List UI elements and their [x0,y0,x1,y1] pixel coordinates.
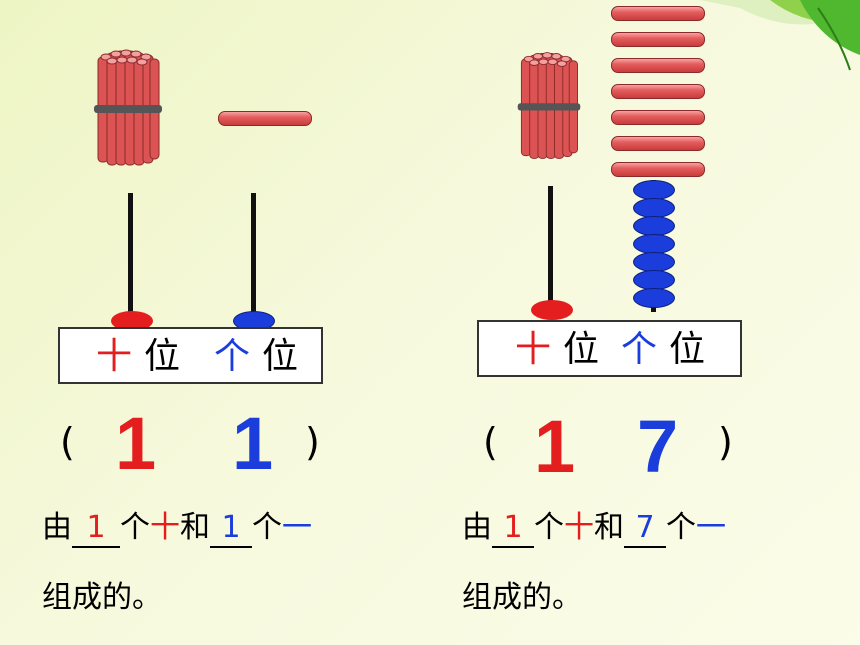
ones-bead [633,180,675,200]
leaf-decoration-icon [700,0,860,71]
tens-count-blank: 1 [492,510,534,548]
single-stick-icon [611,110,705,125]
single-stick-icon [611,6,705,21]
tens-bead [531,300,573,320]
ones-digit: 1 [232,402,274,485]
tens-digit: 1 [115,402,157,485]
ones-bead [633,252,675,272]
paren-close: ) [718,420,733,464]
ones-count-blank: 1 [210,510,252,548]
composition-sentence-line2: 组成的。 [42,580,162,615]
ones-place-label: 个 [621,329,658,370]
single-stick-icon [611,58,705,73]
single-stick-icon [611,136,705,151]
sentence-prefix: 由 [462,510,492,545]
tens-place-label: 十 [96,336,133,377]
tens-wei-label: 位 [563,329,600,370]
ones-bead [633,270,675,290]
tens-count-blank: 1 [72,510,120,548]
ones-count-blank: 7 [624,510,666,548]
sentence-shi: 十 [150,510,180,545]
place-value-board: 十 位 个 位 [477,320,742,377]
sentence-he: 和 [594,510,624,545]
ones-bead [633,288,675,308]
tens-rod [548,186,553,306]
ones-bead [633,216,675,236]
tens-bead [111,311,153,331]
tens-digit: 1 [534,405,576,488]
ones-wei-label: 位 [669,329,706,370]
single-stick-icon [218,111,312,126]
sentence-ge-2: 个 [666,510,696,545]
single-stick-icon [611,162,705,177]
ones-bead [633,198,675,218]
ones-bead [633,234,675,254]
bundle-of-ten-sticks-icon [517,52,581,159]
ones-wei-label: 位 [262,336,299,377]
sentence-yi: 一 [696,510,726,545]
paren-open: ( [483,420,498,464]
sentence-yi: 一 [282,510,312,545]
sentence-ge: 个 [534,510,564,545]
sentence-shi: 十 [564,510,594,545]
sentence-prefix: 由 [42,510,72,545]
sentence-he: 和 [180,510,210,545]
tens-rod [128,193,133,315]
paren-close: ) [305,420,320,464]
ones-digit: 7 [637,405,679,488]
single-stick-icon [611,84,705,99]
tens-wei-label: 位 [144,336,181,377]
bundle-of-ten-sticks-icon [94,49,162,166]
sentence-ge: 个 [120,510,150,545]
place-value-board: 十 位 个 位 [58,327,323,384]
tens-place-label: 十 [515,329,552,370]
composition-sentence-line2: 组成的。 [462,580,582,615]
ones-place-label: 个 [214,336,251,377]
single-stick-icon [611,32,705,47]
ones-rod [251,193,256,315]
paren-open: ( [60,420,75,464]
sentence-ge-2: 个 [252,510,282,545]
